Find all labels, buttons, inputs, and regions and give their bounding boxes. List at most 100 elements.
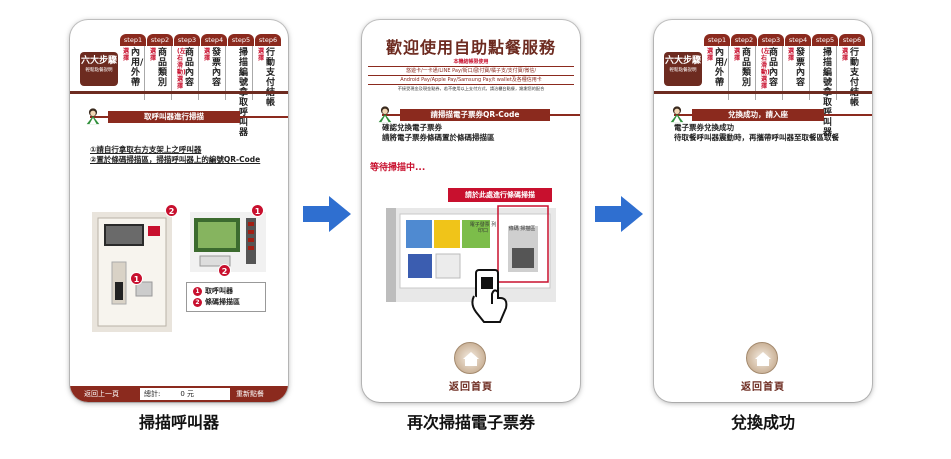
caption-scan-pager: 掃描呼叫器 xyxy=(138,413,219,432)
step-text: 行動支付結帳 xyxy=(266,48,276,108)
step-text: 商品類別 xyxy=(158,48,168,88)
home-label[interactable]: 返回首頁 xyxy=(741,382,785,393)
step-tab-4[interactable]: step4 選擇發票內容 xyxy=(201,34,227,100)
caption-success: 兌換成功 xyxy=(730,413,795,432)
step-tab-label: step3 xyxy=(758,34,784,46)
badge-2: 2 xyxy=(165,204,178,217)
step-text: 商品內容 xyxy=(185,48,195,88)
mascot-icon xyxy=(670,106,684,123)
home-icon xyxy=(463,352,479,366)
total-display: 總計: 0 元 xyxy=(140,388,230,400)
six-steps-title: 六大步驟 xyxy=(664,56,701,66)
mascot-icon xyxy=(86,108,100,125)
badge-1: 1 xyxy=(251,204,264,217)
payment-info: 本機結帳限使用 悠遊卡/一卡通/LINE Pay/街口/歐付寶/橘子支/支付寶/… xyxy=(368,58,574,93)
steps-header: 六大步驟 輕鬆點餐說明 step1 選擇內用/外帶 step2 選擇商品類別 s… xyxy=(70,32,288,138)
screen-scan-pager: 六大步驟 輕鬆點餐說明 step1 選擇內用/外帶 step2 選擇商品類別 s… xyxy=(70,20,288,402)
kiosk-photo xyxy=(92,212,172,332)
mascot-icon xyxy=(378,106,392,123)
home-label[interactable]: 返回首頁 xyxy=(449,382,493,393)
step-tab-label: step3 xyxy=(174,34,200,46)
six-steps-title: 六大步驟 xyxy=(80,56,117,66)
step-tab-label: step4 xyxy=(201,34,227,46)
instruction-line: ②置於條碼掃描區，掃描呼叫器上的編號QR-Code xyxy=(90,155,261,164)
step-action: 選擇 xyxy=(123,48,130,62)
back-button[interactable]: 返回上一頁 xyxy=(84,390,119,398)
step-text: 商品內容 xyxy=(769,48,779,88)
reorder-button[interactable]: 重新點餐 xyxy=(236,390,264,398)
step-tab-1[interactable]: step1 選擇內用/外帶 xyxy=(704,34,730,100)
payment-note: 不接受現金及現金點券，若不使用以上支付方式，請洽櫃台點餐，謝謝您的配合 xyxy=(397,86,545,91)
badge-1: 1 xyxy=(130,272,143,285)
step-action: 選擇 xyxy=(788,48,795,62)
total-value: 0 元 xyxy=(180,390,195,398)
instructions: 電子票券兌換成功 待取餐呼叫器震動時，再攜帶呼叫器至取餐區取餐 xyxy=(674,123,839,143)
payment-methods-1: 悠遊卡/一卡通/LINE Pay/街口/歐付寶/橘子支/支付寶/微信/ xyxy=(368,66,574,76)
step-tab-label: step6 xyxy=(255,34,281,46)
instruction-line: 待取餐呼叫器震動時，再攜帶呼叫器至取餐區取餐 xyxy=(674,133,839,142)
step-tab-label: step4 xyxy=(785,34,811,46)
kiosk-label-receipt: 電子發票 列印口 xyxy=(469,222,497,234)
step-tab-label: step5 xyxy=(228,34,254,46)
footer-bar: 返回上一頁 總計: 0 元 重新點餐 xyxy=(70,386,288,402)
step-action: 選擇 xyxy=(150,48,157,62)
six-steps-badge: 六大步驟 輕鬆點餐說明 xyxy=(664,52,702,86)
six-steps-badge: 六大步驟 輕鬆點餐說明 xyxy=(80,52,118,86)
step-tab-label: step1 xyxy=(704,34,730,46)
step-text: 商品類別 xyxy=(742,48,752,88)
instruction-line: 確認兌換電子票券 xyxy=(382,123,442,132)
step-text: 發票內容 xyxy=(796,48,806,88)
step-tab-3[interactable]: step3 (左右滑動)選擇商品內容 xyxy=(174,34,200,100)
kiosk-label-scanner: 條碼 掃描區 xyxy=(508,226,536,232)
step-tab-1[interactable]: step1 選擇內用/外帶 xyxy=(120,34,146,100)
step-tab-5[interactable]: step5 掃描編號拿取呼叫器 xyxy=(228,34,254,138)
step-tab-2[interactable]: step2 選擇商品類別 xyxy=(731,34,757,100)
payment-heading: 本機結帳限使用 xyxy=(453,59,489,65)
step-text: 內用/外帶 xyxy=(715,48,728,88)
pager-photo xyxy=(190,212,266,272)
six-steps-subtitle: 輕鬆點餐說明 xyxy=(85,68,113,73)
step-tab-label: step1 xyxy=(120,34,146,46)
step-tab-3[interactable]: step3 (左右滑動)選擇商品內容 xyxy=(758,34,784,100)
step-text: 發票內容 xyxy=(212,48,222,88)
next-arrow-icon xyxy=(303,196,351,232)
header-divider xyxy=(70,91,288,94)
home-button[interactable] xyxy=(454,342,486,374)
screen-scan-ticket: 歡迎使用自助點餐服務 本機結帳限使用 悠遊卡/一卡通/LINE Pay/街口/歐… xyxy=(362,20,580,402)
instruction-line: 電子票券兌換成功 xyxy=(674,123,734,132)
six-steps-subtitle: 輕鬆點餐說明 xyxy=(669,68,697,73)
total-label: 總計: xyxy=(144,390,161,398)
step-tab-2[interactable]: step2 選擇商品類別 xyxy=(147,34,173,100)
instruction-line: 請將電子票券條碼置於條碼掃描區 xyxy=(382,133,495,142)
instruction-ribbon: 請掃描電子票券QR-Code xyxy=(362,106,580,123)
badge-2: 2 xyxy=(218,264,231,277)
step-tab-6[interactable]: step6 選擇行動支付結帳 xyxy=(255,34,281,108)
next-arrow-icon xyxy=(595,196,643,232)
scan-callout: 請於此處進行條碼掃描 xyxy=(448,188,552,202)
instruction-ribbon: 取呼叫器進行掃描 xyxy=(70,108,288,125)
step-action: 選擇 xyxy=(707,48,714,62)
step-tab-label: step5 xyxy=(812,34,838,46)
home-button[interactable] xyxy=(746,342,778,374)
step-action: 選擇 xyxy=(204,48,211,62)
screen-redeem-success: 六大步驟 輕鬆點餐說明 step1 選擇內用/外帶 step2 選擇商品類別 s… xyxy=(654,20,872,402)
instructions: 確認兌換電子票券 請將電子票券條碼置於條碼掃描區 xyxy=(382,123,495,143)
step-tab-label: step6 xyxy=(839,34,865,46)
home-icon xyxy=(755,352,771,366)
step-tab-4[interactable]: step4 選擇發票內容 xyxy=(785,34,811,100)
scanner-illustration xyxy=(386,205,556,302)
waiting-status: 等待掃描中... xyxy=(370,163,426,173)
hand-phone-icon xyxy=(471,269,508,323)
step-action: (左右滑動)選擇 xyxy=(177,48,186,90)
step-action: (左右滑動)選擇 xyxy=(761,48,770,90)
ribbon-text: 取呼叫器進行掃描 xyxy=(108,111,240,123)
step-text: 內用/外帶 xyxy=(131,48,144,88)
ribbon-text: 兌換成功，請入座 xyxy=(692,109,824,121)
instruction-ribbon: 兌換成功，請入座 xyxy=(654,106,872,123)
welcome-title: 歡迎使用自助點餐服務 xyxy=(385,38,556,57)
step-action: 選擇 xyxy=(258,48,265,62)
caption-scan-ticket: 再次掃描電子票券 xyxy=(406,413,535,432)
